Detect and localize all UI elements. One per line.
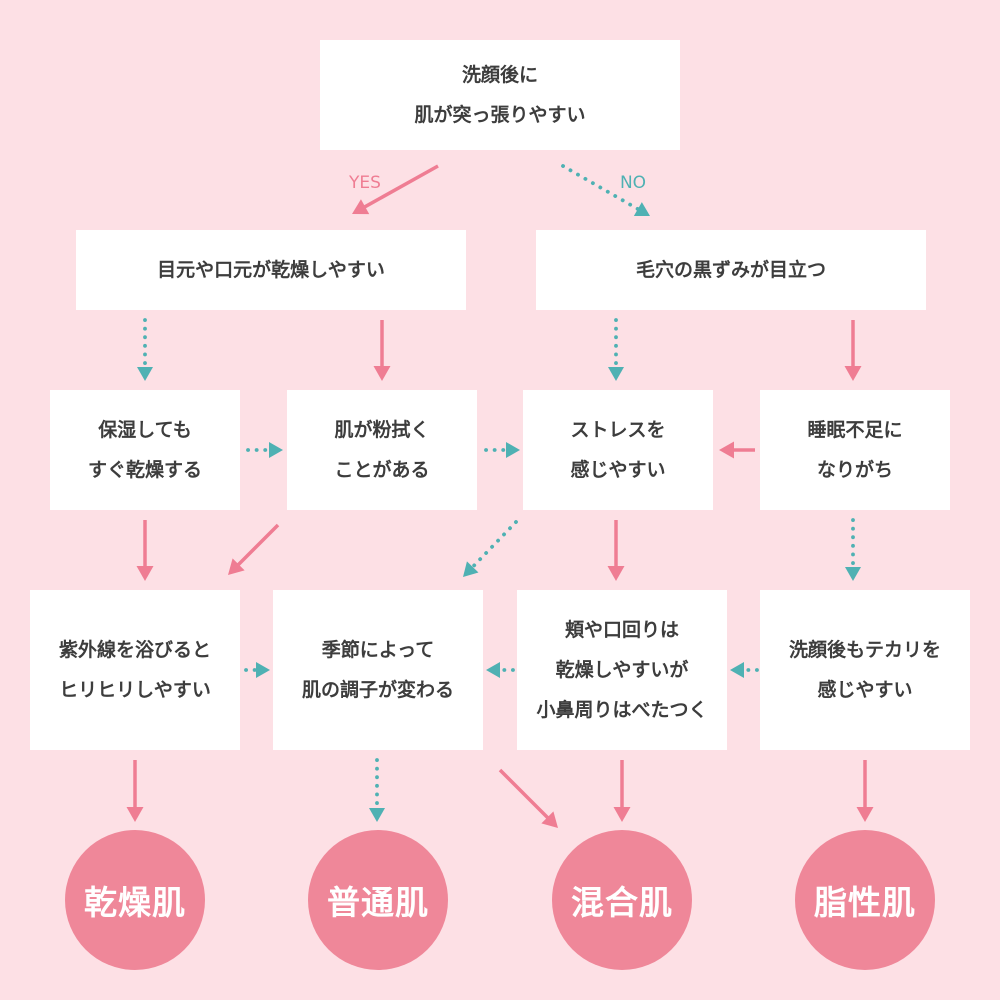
yes-edge-l3d-to-l3c (719, 441, 755, 459)
question-oily-after-wash-line-2: 感じやすい (817, 679, 913, 701)
no-edge-l4d-to-l4c (730, 662, 759, 678)
question-pore-darkening-text: 毛穴の黒ずみが目立つ (635, 259, 826, 281)
question-combination-zones-line-1: 頬や口回りは (564, 619, 679, 641)
no-edge-l4a-to-l4b (244, 662, 270, 678)
no-edge-l3c-to-l4b (463, 520, 518, 577)
question-dry-eye-mouth-text: 目元や口元が乾燥しやすい (157, 259, 385, 281)
question-pore-darkening: 毛穴の黒ずみが目立つ (536, 230, 926, 310)
question-skin-flaking-line-2: ことがある (334, 459, 430, 481)
question-oily-after-wash-line-1: 洗顔後もテカリを (788, 639, 941, 661)
question-start-line-2: 肌が突っ張りやすい (414, 104, 586, 126)
question-combination-zones-line-2: 乾燥しやすいが (555, 659, 689, 681)
question-sleep-deprivation: 睡眠不足に なりがち (760, 390, 950, 510)
no-edge-l4c-to-l4b (486, 662, 515, 678)
question-sleep-deprivation-line-2: なりがち (816, 459, 893, 481)
question-dry-eye-mouth: 目元や口元が乾燥しやすい (76, 230, 466, 310)
yes-edge-start-to-left (352, 164, 439, 215)
result-normal-skin: 普通肌 (308, 830, 448, 970)
question-skin-flaking-line-1: 肌が粉拭く (334, 419, 430, 441)
no-edge-l2left-to-l3a (137, 318, 153, 381)
no-label: NO (620, 173, 646, 193)
yes-edge-l3b-to-l4a (228, 523, 280, 575)
yes-edge-l2left-to-l3b (373, 320, 391, 381)
question-start-line-1: 洗顔後に (461, 64, 538, 86)
question-uv-sensitivity-line-1: 紫外線を浴びると (58, 639, 211, 661)
result-oily-skin: 脂性肌 (795, 830, 935, 970)
question-stress-line-1: ストレスを (570, 419, 666, 441)
result-combination-skin: 混合肌 (552, 830, 692, 970)
no-edge-l2right-to-l3c (608, 318, 624, 381)
question-uv-sensitivity: 紫外線を浴びると ヒリヒリしやすい (30, 590, 240, 750)
question-oily-after-wash: 洗顔後もテカリを 感じやすい (760, 590, 970, 750)
question-stress-line-2: 感じやすい (570, 459, 666, 481)
question-uv-sensitivity-line-2: ヒリヒリしやすい (59, 679, 211, 701)
question-seasonal-change-line-1: 季節によって (321, 639, 435, 661)
question-combination-zones-line-3: 小鼻周りはべたつく (536, 699, 708, 721)
question-seasonal-change: 季節によって 肌の調子が変わる (273, 590, 483, 750)
no-edge-l3a-to-l3b (246, 442, 283, 458)
question-seasonal-change-line-2: 肌の調子が変わる (301, 679, 454, 701)
question-combination-zones: 頬や口回りは 乾燥しやすいが 小鼻周りはべたつく (517, 590, 727, 750)
question-dry-after-moisturizing-line-2: すぐ乾燥する (87, 459, 202, 481)
yes-edge-l3c-to-l4c (607, 520, 625, 581)
yes-edge-l4a-to-dry (126, 760, 144, 822)
question-dry-after-moisturizing: 保湿しても すぐ乾燥する (50, 390, 240, 510)
no-edge-start-to-right (561, 164, 650, 216)
question-dry-after-moisturizing-line-1: 保湿しても (98, 419, 192, 441)
yes-edge-l4c-to-combination (613, 760, 631, 822)
no-edge-l4b-to-normal (369, 758, 385, 822)
question-start: 洗顔後に 肌が突っ張りやすい (320, 40, 680, 150)
yes-label: YES (348, 173, 381, 193)
yes-edge-l2right-to-l3d (844, 320, 862, 381)
question-sleep-deprivation-line-1: 睡眠不足に (807, 419, 903, 441)
yes-edge-l4d-to-oily (856, 760, 874, 822)
no-edge-l3b-to-l3c (484, 442, 520, 458)
yes-edge-l3a-to-l4a (136, 520, 154, 581)
result-dry-skin: 乾燥肌 (65, 830, 205, 970)
yes-edge-l4b-to-combination (498, 768, 558, 828)
no-edge-l3d-to-l4d (845, 518, 861, 581)
question-stress: ストレスを 感じやすい (523, 390, 713, 510)
question-skin-flaking: 肌が粉拭く ことがある (287, 390, 477, 510)
